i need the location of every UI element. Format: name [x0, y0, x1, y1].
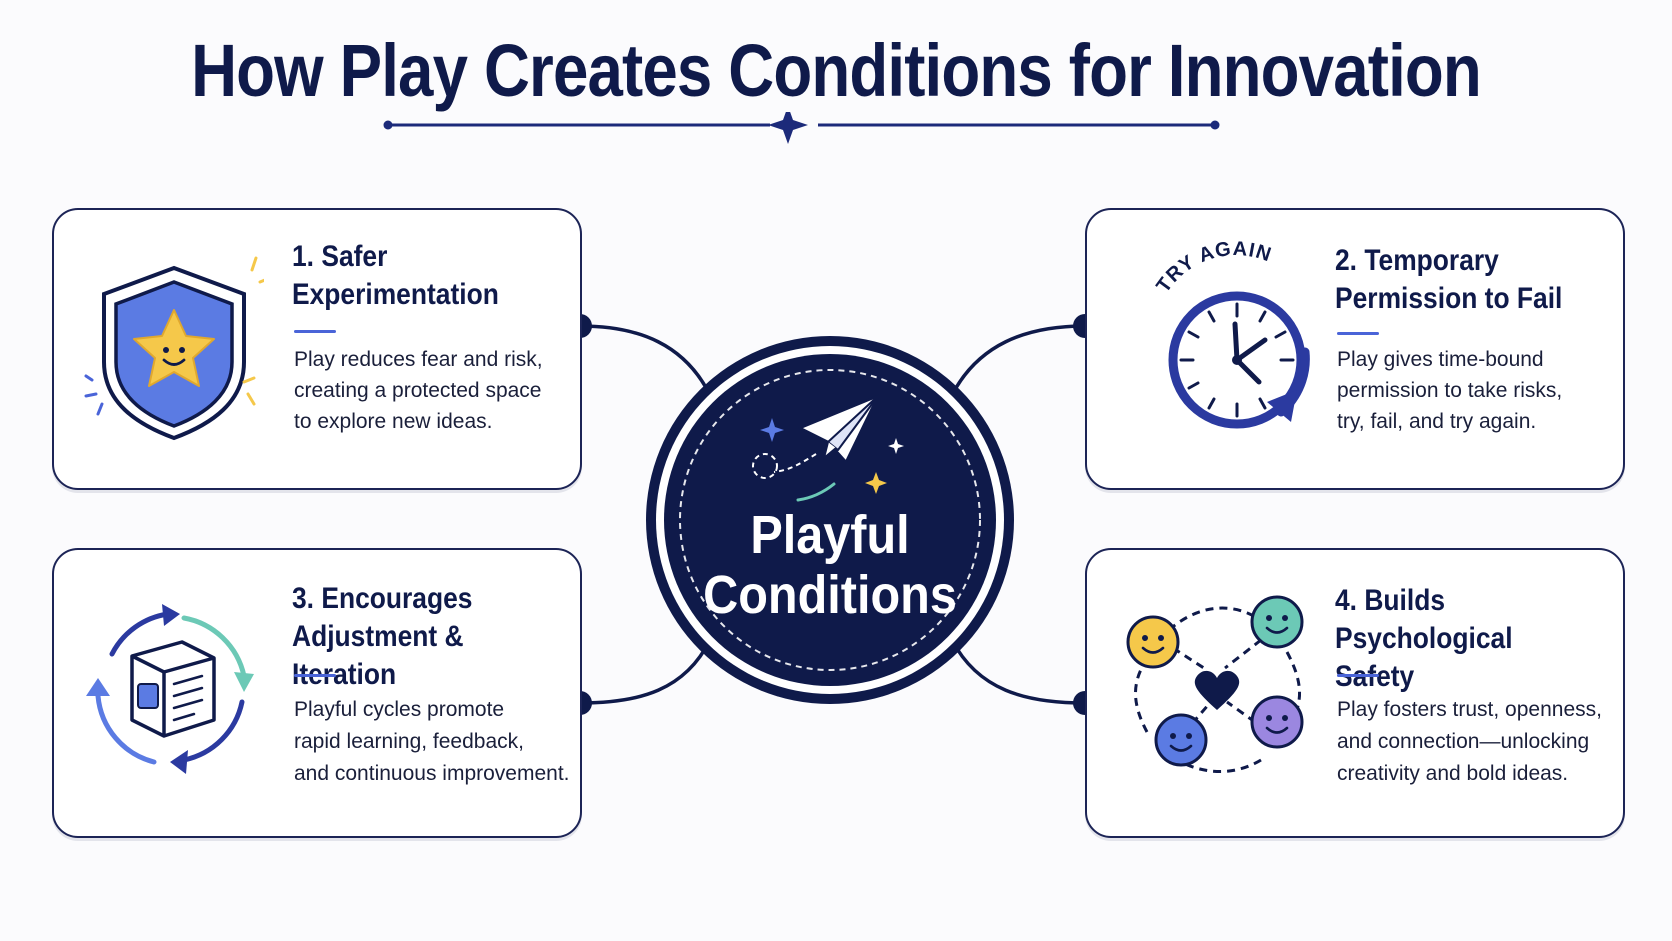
smiley-network-icon: [1126, 595, 1304, 773]
sparkle-icon: [888, 438, 904, 454]
page-title: How Play Creates Conditions for Innovati…: [191, 29, 1482, 112]
card-1-title: 1. Safer Experimentation: [292, 240, 499, 311]
card-3-title: 3. Encourages Adjustment & Iteration: [292, 582, 473, 691]
title-divider: [383, 112, 1220, 144]
cycle-cube-icon: [86, 604, 254, 774]
card-1-accent-bar: [294, 330, 336, 333]
center-label: Playful Conditions: [703, 505, 957, 625]
center-hub: [646, 336, 1014, 704]
card-psychological-safety: 4. Builds Psychological Safety Play fost…: [1085, 548, 1625, 838]
card-2-accent-bar: [1337, 332, 1379, 335]
card-temporary-permission: TRY AGAIN 2. Temporary Permission to Fai…: [1085, 208, 1625, 490]
clock-icon: TRY AGAIN: [1152, 238, 1310, 429]
card-adjustment-iteration: 3. Encourages Adjustment & Iteration Pla…: [52, 548, 582, 838]
sparkle-icon: [865, 472, 887, 494]
card-3-text: Playful cycles promote rapid learning, f…: [294, 698, 570, 785]
try-again-label: TRY AGAIN: [1152, 238, 1274, 297]
shield-star-icon: [84, 256, 264, 441]
sparkle-icon: [760, 418, 784, 442]
card-4-accent-bar: [1337, 674, 1379, 677]
card-safer-experimentation: 1. Safer Experimentation Play reduces fe…: [52, 208, 582, 490]
card-3-accent-bar: [294, 674, 336, 677]
card-4-text: Play fosters trust, openness, and connec…: [1337, 698, 1602, 785]
card-1-text: Play reduces fear and risk, creating a p…: [294, 348, 543, 433]
card-4-title: 4. Builds Psychological Safety: [1335, 584, 1513, 693]
paper-plane-icon: [752, 394, 880, 502]
card-2-title: 2. Temporary Permission to Fail: [1335, 244, 1563, 315]
card-2-text: Play gives time-bound permission to take…: [1337, 348, 1563, 433]
